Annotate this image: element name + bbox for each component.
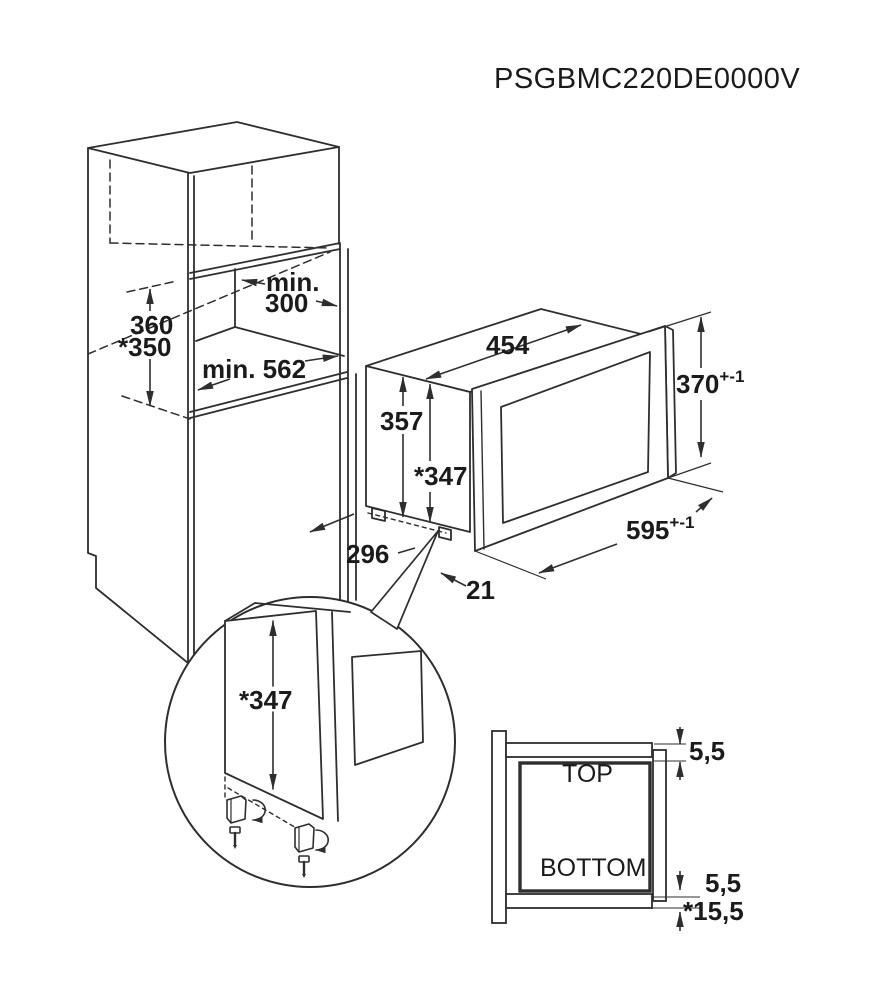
section-top-panel bbox=[505, 742, 653, 758]
detail-callout-wedge bbox=[370, 530, 439, 630]
detail-frame-edge bbox=[331, 611, 339, 822]
dim-body-height: 357 bbox=[380, 406, 423, 436]
cabinet-top-face bbox=[87, 121, 340, 174]
dim-detail-recess-height: *347 bbox=[239, 685, 293, 715]
oven-foot-front bbox=[438, 526, 452, 541]
dim-recess-height: *347 bbox=[414, 461, 468, 491]
detail-back-panel bbox=[224, 610, 324, 820]
rotate-arrow-icon bbox=[252, 799, 267, 824]
tall-cabinet bbox=[87, 121, 357, 664]
dim-foot-inset: 21 bbox=[466, 575, 495, 605]
page-title: PSGBMC220DE0000V bbox=[494, 63, 800, 95]
labels: PSGBMC220DE0000V 360 *350 min. 300 min. … bbox=[118, 63, 800, 926]
detail-door-window bbox=[351, 650, 424, 766]
spacer-foot-icon bbox=[226, 795, 247, 824]
dim-body-width: 454 bbox=[486, 330, 530, 360]
oven-frame-inner-edge bbox=[480, 390, 485, 550]
dim-niche-height: 360 bbox=[130, 310, 173, 340]
dim-niche-width: min. 562 bbox=[202, 354, 306, 384]
section-oven-body bbox=[518, 761, 652, 893]
section-bottom-label: BOTTOM bbox=[540, 854, 646, 882]
rotate-arrow-icon bbox=[315, 829, 330, 854]
screw-icon bbox=[229, 826, 241, 849]
section-top-label: TOP bbox=[562, 760, 613, 788]
detail-top-edge bbox=[254, 602, 351, 613]
section-bottom-panel bbox=[505, 893, 653, 909]
detail-top-corner bbox=[224, 602, 256, 622]
dim-niche-depth-value: 300 bbox=[265, 288, 308, 318]
screw-icon bbox=[298, 855, 310, 878]
dim-gap-bottom: 5,5 bbox=[705, 868, 741, 898]
oven-door-window bbox=[500, 351, 651, 524]
oven-side-panel bbox=[365, 365, 471, 533]
spacer-foot-icon bbox=[294, 823, 315, 853]
dim-niche-depth-word: min. bbox=[266, 267, 319, 297]
detail-circle-view bbox=[164, 530, 456, 888]
dim-front-width: 595+-1 bbox=[626, 513, 694, 545]
oven-foot-rear bbox=[371, 507, 386, 522]
oven-dimensions bbox=[309, 311, 724, 587]
cabinet-niche bbox=[189, 242, 357, 603]
section-back-panel bbox=[491, 730, 507, 924]
dim-rear-depth: 296 bbox=[346, 539, 389, 569]
section-view bbox=[491, 727, 700, 931]
cabinet-left-edge bbox=[87, 147, 189, 664]
dim-niche-height-alt: *350 bbox=[118, 332, 172, 362]
dim-gap-top: 5,5 bbox=[689, 736, 725, 766]
section-front-frame bbox=[652, 749, 667, 902]
cabinet-dimensions bbox=[146, 278, 339, 407]
dim-gap-bottom-total: *15,5 bbox=[683, 896, 744, 926]
oven-bottom-hidden-edge bbox=[367, 512, 447, 534]
dim-front-height: 370+-1 bbox=[676, 367, 744, 399]
